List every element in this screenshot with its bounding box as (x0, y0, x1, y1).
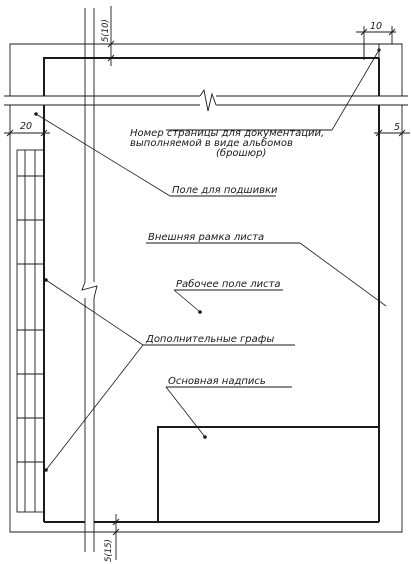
additional-columns-table (16, 149, 45, 513)
leader-working-field (173, 289, 283, 314)
label-page-number-line1: Номер страницы для документации, (130, 128, 324, 139)
label-working-field: Рабочее поле листа (176, 278, 281, 290)
label-additional-columns: Дополнительные графы (145, 334, 274, 345)
dimension-bottom-margin-value: 5(15) (104, 539, 114, 562)
leader-additional-columns (44, 278, 295, 472)
label-page-number-line2: выполняемой в виде альбомов (130, 137, 293, 149)
leader-binding-field (34, 112, 276, 197)
break-symbol-top (199, 88, 217, 112)
title-block (157, 426, 379, 522)
leader-outer-frame (146, 242, 387, 307)
label-page-number-line3: (брошюр) (216, 147, 266, 159)
dimension-right-margin: 5 (374, 122, 410, 137)
leader-title-block (165, 386, 292, 439)
dimension-top-right-value: 10 (370, 21, 382, 32)
dimension-bottom-margin: 5(15) (104, 514, 120, 562)
dimension-left-binding: 20 (4, 121, 50, 137)
label-title-block: Основная надпись (168, 376, 266, 387)
label-outer-frame: Внешняя рамка листа (148, 232, 264, 243)
dimension-top-right: 10 (356, 21, 396, 60)
top-break-lines (4, 88, 408, 112)
break-symbol-left (81, 281, 98, 299)
dimension-right-margin-value: 5 (394, 122, 400, 133)
dimension-left-binding-value: 20 (20, 121, 32, 132)
dimension-top-margin: 5(10) (101, 6, 115, 66)
leader-page-number (166, 48, 381, 131)
outer-sheet-border (9, 43, 403, 533)
label-binding-field: Поле для подшивки (172, 185, 278, 196)
vertical-break-lines (81, 8, 98, 552)
dimension-top-margin-value: 5(10) (101, 19, 111, 42)
